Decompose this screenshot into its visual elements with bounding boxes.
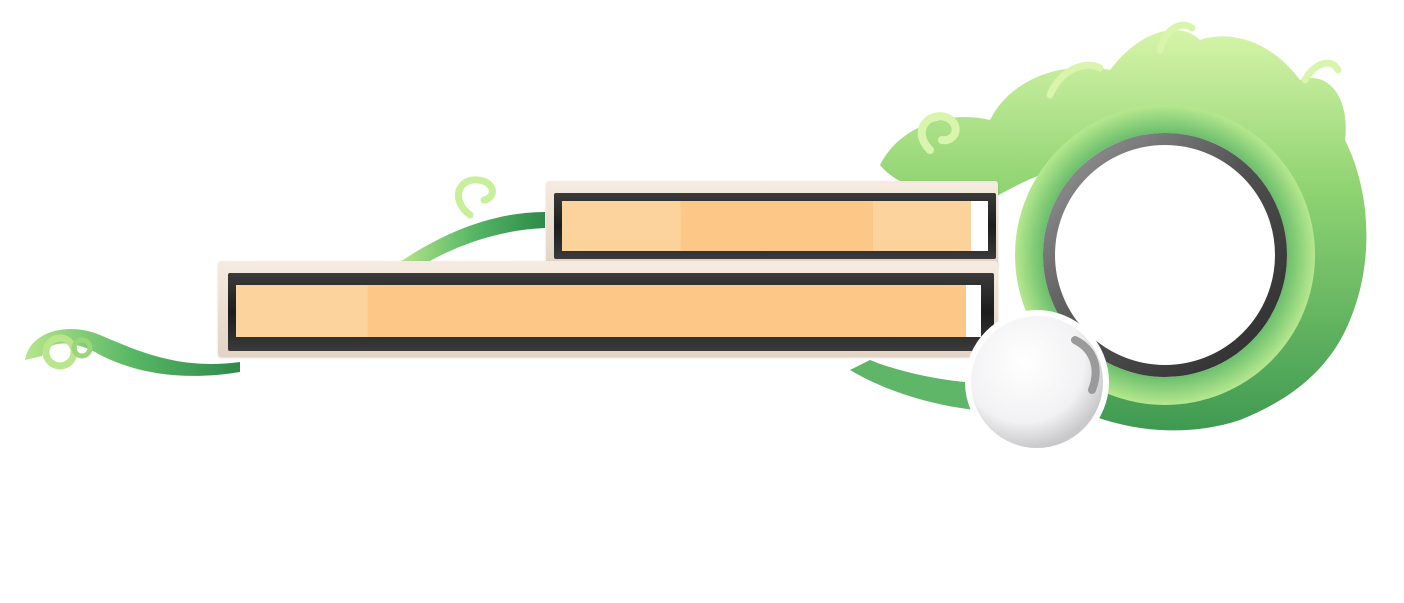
upper-bar-fill bbox=[562, 201, 971, 251]
upper-bar-track bbox=[562, 201, 988, 251]
lower-bar-track bbox=[236, 285, 981, 337]
level-orb[interactable] bbox=[965, 310, 1109, 454]
lower-bar-frame bbox=[218, 261, 998, 357]
portrait-slot[interactable] bbox=[1043, 133, 1287, 377]
lower-bar-fill bbox=[236, 285, 967, 337]
upper-bar-frame bbox=[546, 181, 998, 269]
